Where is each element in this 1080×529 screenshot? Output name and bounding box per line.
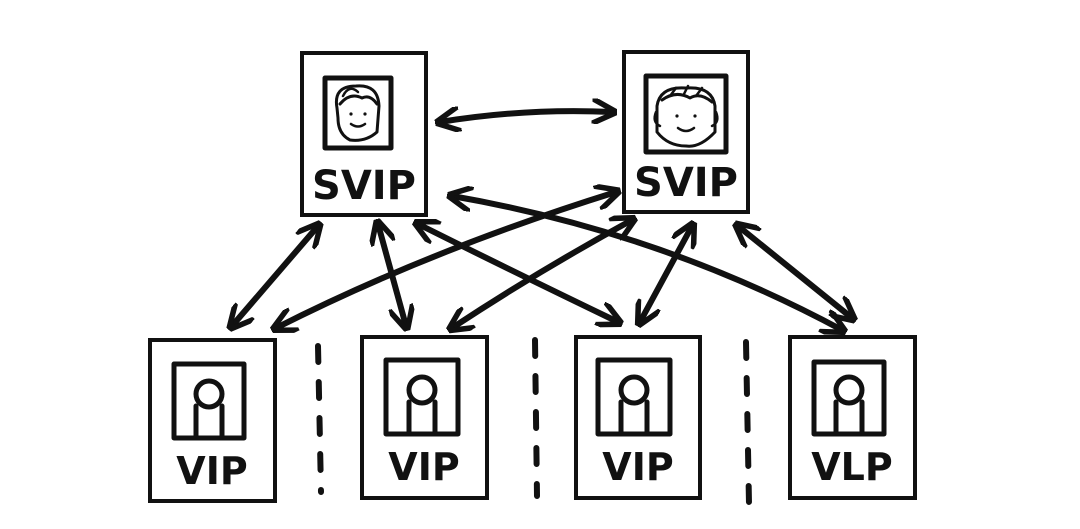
connection-arrows xyxy=(232,111,852,330)
vip-label-2: VIP xyxy=(388,445,459,489)
separator-3 xyxy=(743,339,752,507)
separator-2 xyxy=(532,337,540,499)
person-icon xyxy=(811,359,887,437)
arrow-svip-right-vip-1 xyxy=(276,192,616,328)
svip-card-left: SVIP xyxy=(300,51,428,217)
vip-card-2: VIP xyxy=(360,335,489,500)
vip-card-1: VIP xyxy=(148,338,277,503)
dashed-separators xyxy=(315,337,752,507)
svip-label-right: SVIP xyxy=(634,160,738,206)
person-icon xyxy=(383,357,461,437)
face-icon xyxy=(322,75,394,151)
separator-1 xyxy=(315,343,324,495)
vip-label-1: VIP xyxy=(176,449,247,493)
arrow-svip-right-vip-4 xyxy=(738,226,852,318)
person-icon xyxy=(595,357,673,437)
arrow-svip-left-vip-3 xyxy=(418,224,618,322)
svip-label-left: SVIP xyxy=(312,163,416,209)
arrow-svip-svip xyxy=(440,111,612,122)
arrow-svip-right-vip-3 xyxy=(640,226,692,322)
vip-label-4: VLP xyxy=(811,445,892,489)
face-with-hair-icon xyxy=(643,73,729,155)
person-icon xyxy=(171,361,247,441)
vip-label-3: VIP xyxy=(602,445,673,489)
arrow-svip-right-vip-2 xyxy=(452,220,632,328)
vip-card-4: VLP xyxy=(788,335,917,500)
svip-card-right: SVIP xyxy=(622,50,750,214)
vip-card-3: VIP xyxy=(574,335,702,500)
